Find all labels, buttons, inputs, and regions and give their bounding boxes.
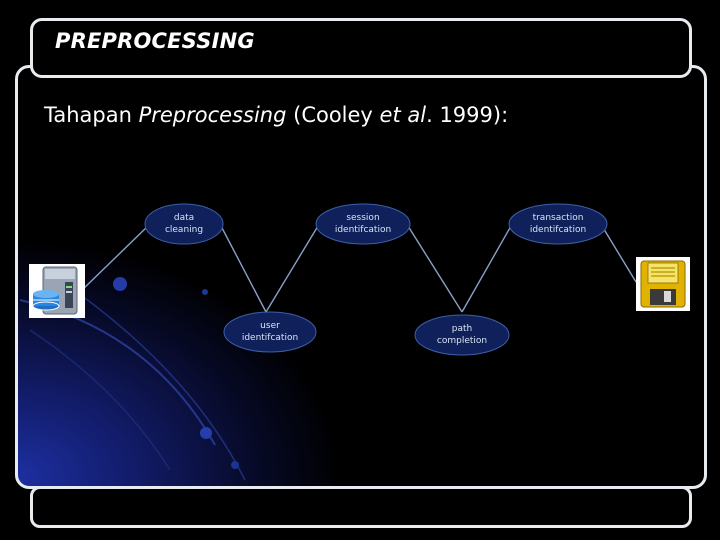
slide-subtitle: Tahapan Preprocessing (Cooley et al. 199… [44, 103, 508, 127]
node-path-completion [414, 314, 510, 356]
connector-data-cleaning-to-user-identification [220, 225, 267, 313]
floppy-disk-icon [636, 257, 690, 311]
subtitle-text-2: Preprocessing [138, 103, 287, 127]
node-transaction-identification [508, 203, 608, 245]
connector-lines [79, 225, 637, 313]
slide-title: PREPROCESSING [55, 29, 255, 53]
node-session-identification [315, 203, 411, 245]
node-user-identification [223, 311, 317, 353]
server-database-icon [29, 264, 85, 318]
connector-session-identification-to-path-completion [407, 225, 463, 313]
connector-transaction-identification-to-target [601, 225, 637, 283]
node-data-cleaning [144, 203, 224, 245]
content-panel [15, 65, 707, 489]
label-path-completion: path completion [436, 324, 488, 346]
process-nodes [144, 203, 608, 356]
subtitle-text-4: et al [379, 103, 427, 127]
connector-source-to-data-cleaning [79, 225, 149, 293]
subtitle-text-1: Tahapan [44, 103, 139, 127]
footer-bar [30, 486, 692, 528]
connector-user-identification-to-session-identification [265, 225, 319, 313]
label-data-cleaning: data cleaning [164, 213, 204, 235]
label-session-identification: session identifcation [334, 213, 392, 235]
title-bar [30, 18, 692, 78]
subtitle-text-5: . 1999): [426, 103, 509, 127]
subtitle-text-3: (Cooley [286, 103, 380, 127]
label-transaction-identification: transaction identifcation [529, 213, 587, 235]
label-user-identification: user identifcation [241, 321, 299, 343]
connector-path-completion-to-transaction-identification [461, 225, 512, 313]
